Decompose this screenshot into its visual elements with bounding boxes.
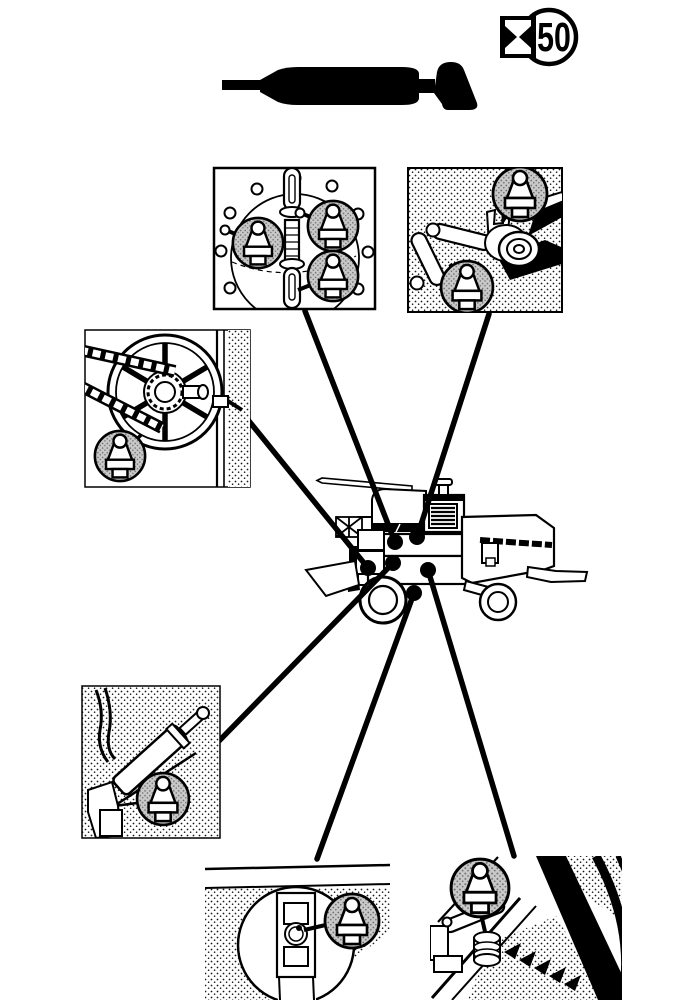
- grease-fitting-icon: [95, 431, 145, 481]
- detail-panel-idler-bearing: [407, 167, 563, 313]
- callout-line: [302, 308, 398, 545]
- grease-fitting-icon: [493, 167, 547, 221]
- grease-point-marker: [420, 562, 436, 578]
- grease-gun-icon: [222, 62, 478, 110]
- grease-point-marker: [406, 585, 422, 601]
- grease-point-marker: [385, 555, 401, 571]
- crop-divider: [304, 559, 361, 598]
- callout-line: [425, 567, 517, 859]
- grease-point-marker: [387, 534, 403, 550]
- bolt-holes: [214, 171, 375, 296]
- grease-fitting-icon: [308, 201, 358, 251]
- detail-panel-knife-drive: [430, 856, 622, 1000]
- bearing: [484, 224, 541, 268]
- fitting-bracket: [212, 395, 229, 408]
- callout-line: [216, 560, 396, 744]
- rear-body: [460, 513, 589, 585]
- grease-fitting-icon: [233, 218, 283, 268]
- grease-fitting-icon: [325, 894, 379, 948]
- pulley-rim: [592, 856, 622, 1000]
- hourglass-icon: [500, 16, 536, 58]
- detail-panel-drum-bearing: [205, 863, 390, 1000]
- grease-point-marker: [409, 529, 425, 545]
- callout-line: [237, 407, 371, 571]
- callout-line: [314, 590, 417, 862]
- badge-interval-text: 50: [537, 13, 571, 60]
- pivot-bushing: [473, 931, 501, 967]
- callout-lines: [216, 308, 517, 862]
- callout-line: [414, 311, 492, 540]
- combine-machine-illustration: [304, 477, 589, 625]
- rear-wheel: [462, 579, 518, 622]
- grease-point-marker: [360, 560, 376, 576]
- delivery-bar: [315, 477, 413, 492]
- rear-spout: [525, 565, 589, 584]
- grease-fitting-icon: [451, 859, 509, 917]
- detail-panel-turnbuckle: [212, 166, 377, 311]
- drive-belt: [536, 856, 622, 1000]
- lift-cylinder: [112, 706, 210, 796]
- callout-points: [360, 529, 436, 601]
- grease-fitting-icon: [308, 251, 358, 301]
- grease-fitting-icon: [441, 261, 493, 313]
- hydraulic-hoses: [94, 687, 117, 763]
- detail-panel-chain-sprocket: [84, 329, 251, 488]
- service-interval-badge: 50: [500, 7, 579, 67]
- header-front: [304, 529, 385, 598]
- detail-panel-lift-cylinder: [81, 685, 221, 839]
- grease-fitting-icon: [137, 773, 189, 825]
- knife-teeth: [504, 943, 581, 991]
- drive-chain: [85, 344, 177, 434]
- bearing-bracket: [275, 891, 317, 1000]
